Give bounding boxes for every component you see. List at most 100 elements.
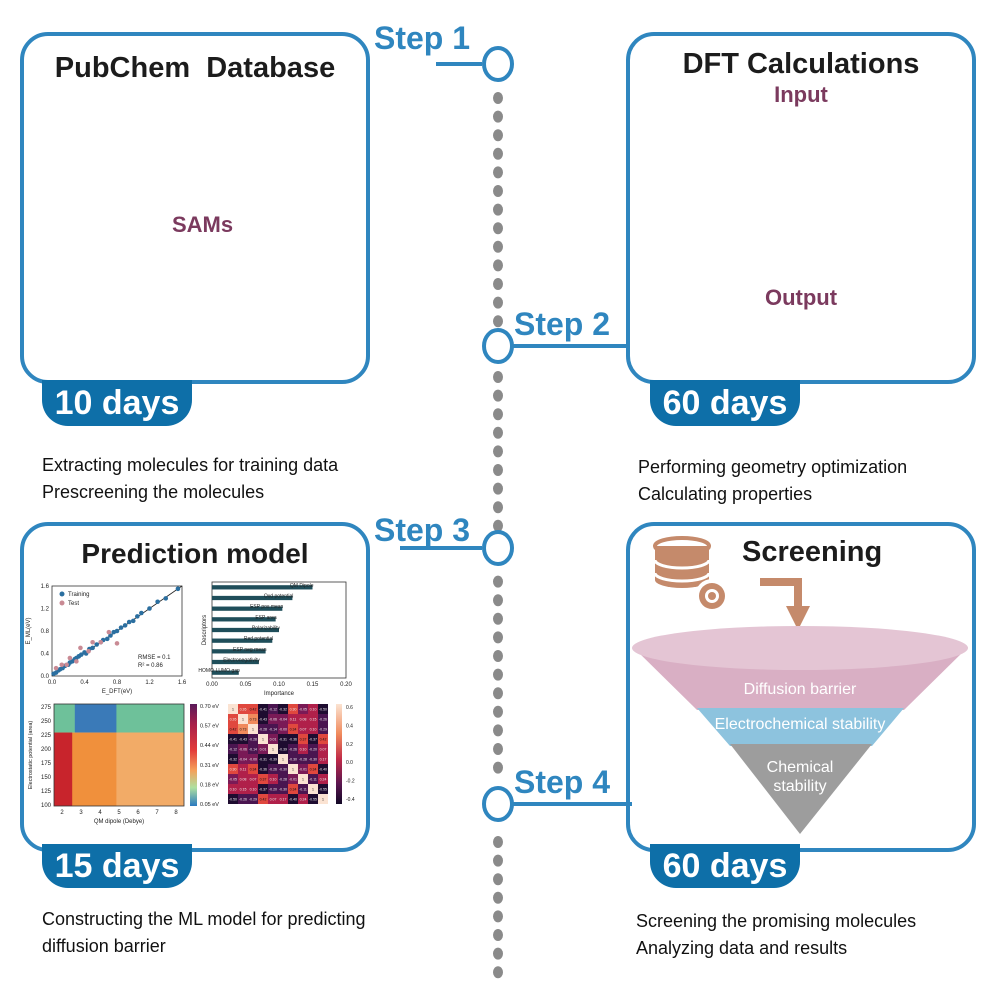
corr-cell [258,734,268,744]
corr-cell [288,784,298,794]
corr-value: 0.10 [230,788,237,792]
corr-cell [238,754,248,764]
importance-bar [212,649,266,654]
corr-value: -0.01 [289,778,297,782]
step2-label: Step 2 [514,306,611,342]
corr-value: -0.32 [279,708,287,712]
importance-label: ESP neg mean [233,647,267,653]
corr-value: 0.11 [240,768,247,772]
corr-value: 1 [312,788,314,792]
panel4-title: Screening [742,536,883,568]
colorbar-tick: 0.57 eV [200,724,219,730]
corr-value: 0.08 [300,718,307,722]
timeline-dot [493,575,503,588]
timeline-dot [493,185,503,197]
corr-cell [278,754,288,764]
corr-cell [258,774,268,784]
corr-cell [308,714,318,724]
panel2-duration: 60 days [650,380,800,426]
corr-cell [238,764,248,774]
corr-cell [228,724,238,734]
importance-xtick: 0.15 [307,682,319,688]
parity-point [114,641,120,646]
corr-cell [258,794,268,804]
corr-value: -0.05 [229,778,237,782]
corr-value: -0.06 [269,718,277,722]
panel2-description: Performing geometry optimization Calcula… [638,454,907,508]
panel-pubchem [20,32,370,384]
corr-value: -0.32 [229,758,237,762]
importance-bar [212,659,259,665]
heatmap-ytick: 100 [41,803,52,809]
heatmap-ytick: 275 [41,705,52,711]
corr-value: -0.28 [259,728,267,732]
heatmap-ytick: 250 [41,719,52,725]
timeline-dot [493,426,503,439]
corr-cell [268,794,278,804]
importance-bar [212,627,279,633]
panel2-title: DFT Calculations [682,48,920,80]
corr-cell [258,744,268,754]
corr-cell [278,724,288,734]
corr-value: -0.55 [309,798,317,802]
corr-value: 0.15 [310,718,317,722]
corr-cell [318,764,328,774]
parity-xlabel: E_DFT(eV) [102,689,132,695]
corr-cell [308,704,318,714]
corr-cell [258,704,268,714]
timeline-dot [493,445,503,458]
corr-cell [228,754,238,764]
parity-point [98,639,104,645]
corr-value: 1 [292,768,294,772]
timeline-dot [493,687,503,700]
corr-cell [268,754,278,764]
corr-value: -0.11 [299,788,307,792]
step3-label: Step 3 [374,512,471,548]
corr-value: 0.08 [240,778,247,782]
heatmap-ytick: 175 [41,761,52,767]
colorbar-tick: 0.05 eV [200,802,219,808]
corr-value: -0.43 [259,718,267,722]
importance-xtick: 0.20 [340,682,352,688]
corr-cell [298,704,308,714]
panel2-desc-line1: Performing geometry optimization [638,457,908,477]
corr-value: -0.36 [289,738,297,742]
timeline-dot [493,240,503,253]
corr-value: -0.00 [249,758,257,762]
corr-cell [298,774,308,784]
corr-value: -0.26 [269,768,277,772]
corr-value: 0.10 [250,788,257,792]
timeline-dot [493,315,503,328]
corr-cell [288,774,298,784]
timeline-dot [493,166,503,179]
timeline-dot [493,594,503,607]
corr-value: -0.00 [279,728,287,732]
corr-value: -0.30 [279,768,287,772]
parity-xtick: 0.0 [48,680,57,686]
corr-cell [268,744,278,754]
property-esp-pos: ESP pos mean [842,185,956,204]
importance-bar [212,617,276,622]
parity-point [130,618,136,624]
corr-cell [298,714,308,724]
corr-cell [258,754,268,764]
corr-value: 0.30 [290,708,297,712]
corr-colorbar [336,704,342,804]
corr-value: -0.04 [279,718,287,722]
importance-label: QM Dipole [290,583,314,589]
corr-cell [228,714,238,724]
output-label: Output [764,285,838,310]
step1-connector [436,46,514,82]
importance-label: ESP area [255,615,277,621]
parity-ylabel: E_ML(eV) [26,617,32,644]
panel-prediction [20,522,370,852]
parity-point [155,599,160,605]
parity-point [139,610,144,616]
timeline-dot [493,947,503,960]
corr-cell [288,724,298,734]
corr-value: 1 [322,798,324,802]
timeline-dot [493,966,503,979]
corr-value: 0.07 [250,778,257,782]
